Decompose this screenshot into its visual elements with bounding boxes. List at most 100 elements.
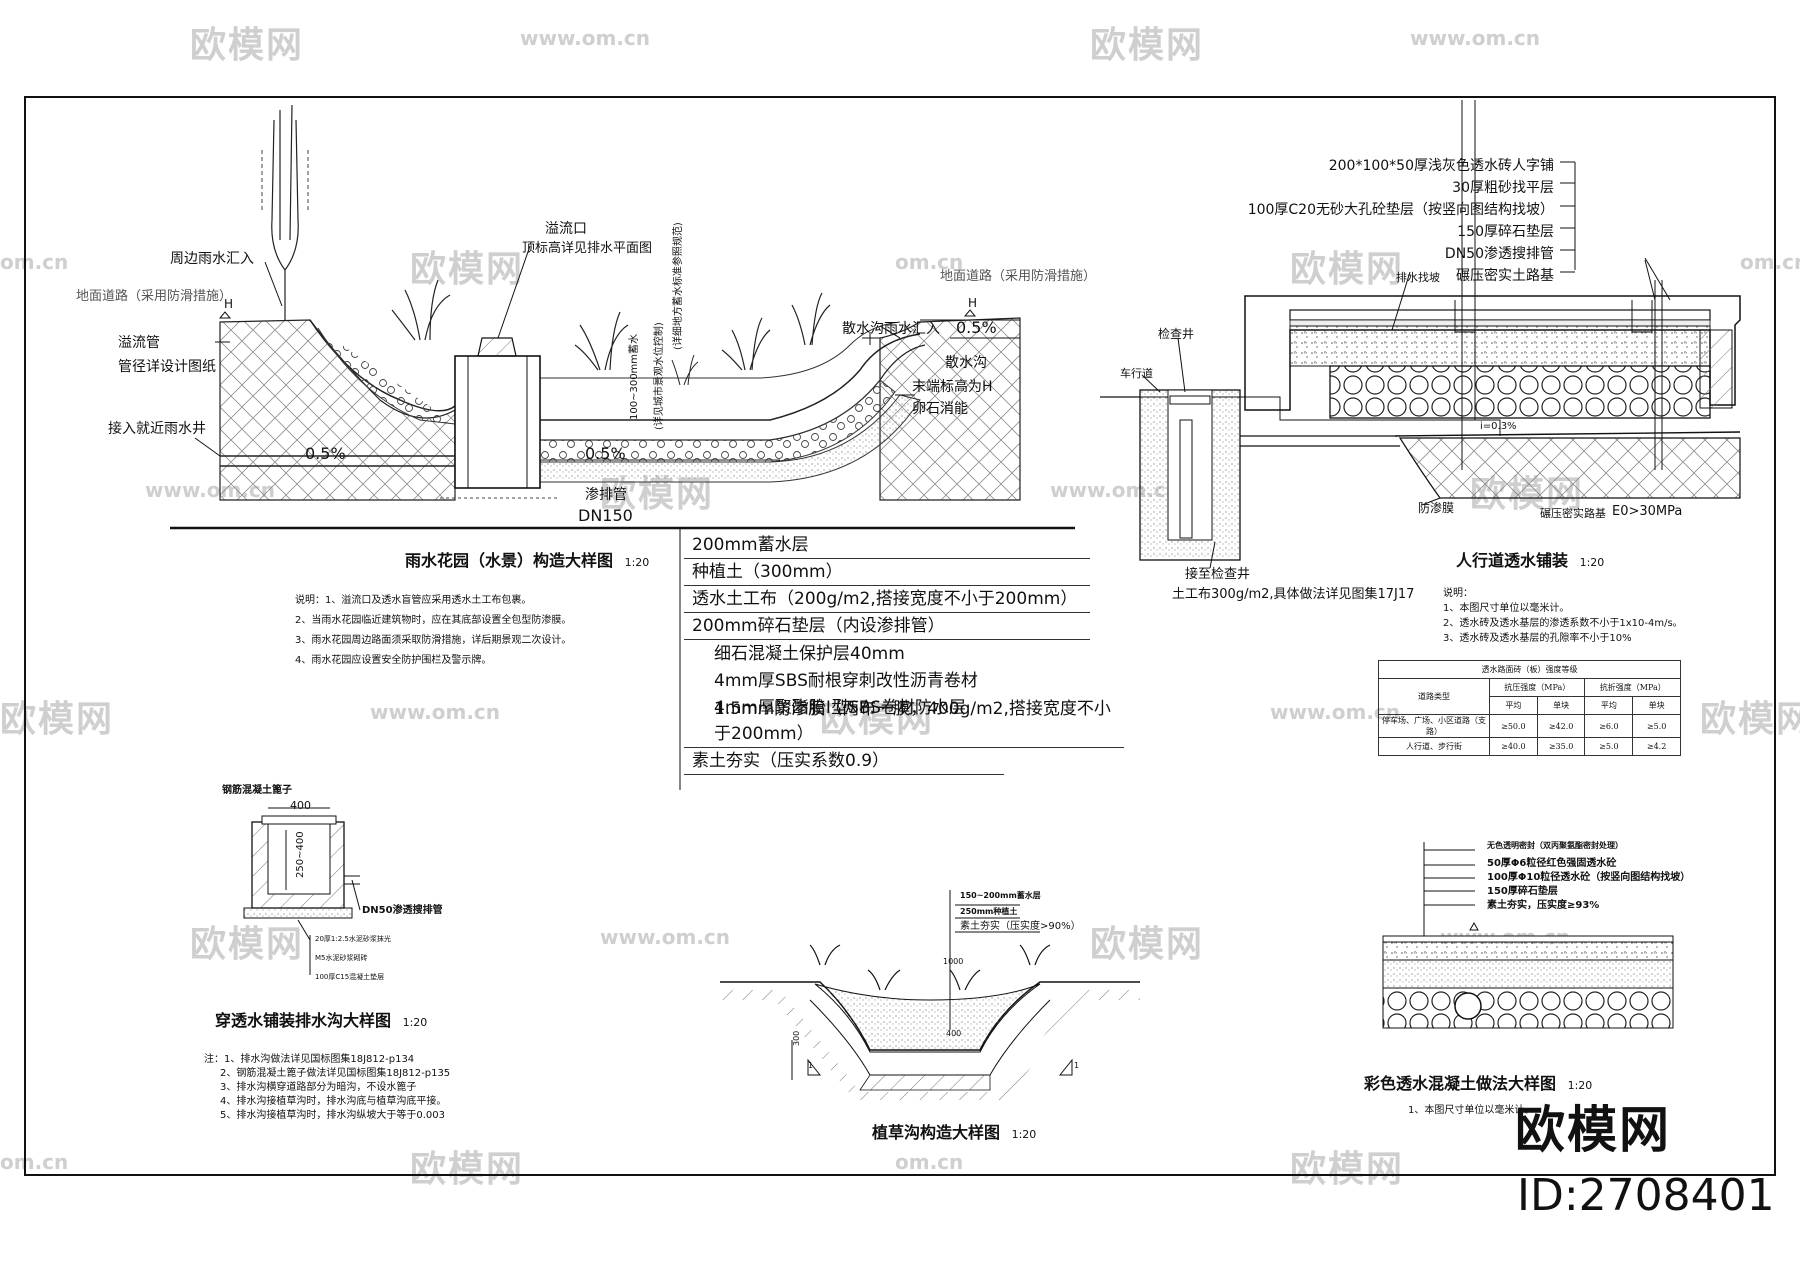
sidewalk-layer-list: 200*100*50厚浅灰色透水砖人字铺 30厚粗砂找平层 100厚C20无砂大…: [1248, 155, 1554, 287]
drain-ditch-notes: 注：1、排水沟做法详见国标图集18J812-p134 2、钢筋混凝土篦子做法详见…: [204, 1050, 451, 1121]
table-row: 停车场、广场、小区道路（支路） ≥50.0 ≥42.0 ≥6.0 ≥5.0: [1378, 714, 1681, 738]
ditch-pipe-label: DN50渗透搜排管: [362, 905, 443, 916]
sidewalk-layer: 碾压密实土路基: [1456, 268, 1554, 284]
rain-garden-note: 说明：1、溢流口及透水盲管应采用透水土工布包裹。: [295, 595, 532, 606]
drain-ditch-note: 3、排水沟横穿道路部分为暗沟，不设水篦子: [220, 1082, 417, 1093]
slope-right-label: 0.5%: [956, 318, 997, 337]
strength-table: 透水路面砖（板）强度等级 道路类型 抗压强度（MPa） 抗折强度（MPa） 平均…: [1378, 660, 1681, 756]
strength-col-flex: 抗折强度（MPa）: [1584, 678, 1681, 697]
sidewalk-layer: DN50渗透搜排管: [1444, 246, 1554, 262]
watermark: 欧模网: [820, 699, 935, 740]
watermark-url: om.cn: [0, 1150, 69, 1174]
ditch-inflow-label: 散水沟雨水汇入: [842, 321, 940, 337]
sidewalk-scale: 1:20: [1579, 556, 1605, 569]
color-concrete-layer-list: 无色透明密封（双丙聚氨酯密封处理） 50厚Φ6粒径红色强固透水砼 100厚Φ10…: [1487, 840, 1690, 911]
overflow-port-note: 顶标高详见排水平面图: [522, 241, 653, 256]
swale-depth: 300: [792, 1030, 801, 1046]
table-cell: ≥42.0: [1536, 714, 1586, 738]
connect-well-label-2: 接至检查井: [1185, 567, 1251, 582]
watermark-url: om.cn: [1740, 250, 1800, 274]
watermark: 欧模网: [1700, 699, 1800, 740]
sidewalk-note: 说明：: [1443, 588, 1473, 599]
ditch-width-label: 400: [290, 799, 311, 812]
grass-swale-title: 植草沟构造大样图 1:20: [872, 1125, 1036, 1141]
sidewalk-title-text: 人行道透水铺装: [1456, 551, 1569, 570]
swale-slope-mark: 1: [1074, 1061, 1080, 1070]
watermark-url: om.cn: [895, 1150, 964, 1174]
rain-garden-note: 3、雨水花园周边路面须采取防滑措施，详后期景观二次设计。: [295, 635, 572, 646]
drain-ditch-note: 4、排水沟接植草沟时，排水沟底与植草沟底平接。: [220, 1096, 447, 1107]
watermark-url: www.om.cn: [520, 26, 651, 50]
strength-sub-single: 单块: [1632, 696, 1681, 715]
strength-col-type: 道路类型: [1378, 678, 1490, 715]
color-concrete-title: 彩色透水混凝土做法大样图 1:20: [1364, 1076, 1592, 1092]
sidewalk-note: 1、本图尺寸单位以毫米计。: [1443, 603, 1570, 614]
sidewalk-note: 2、透水砖及透水基层的渗透系数不小于1x10-4m/s。: [1443, 618, 1683, 629]
table-cell: 停车场、广场、小区道路（支路）: [1378, 714, 1490, 738]
watermark-url: om.cn: [0, 250, 69, 274]
slope-left-label: 0.5%: [305, 444, 346, 463]
table-cell: ≥5.0: [1632, 714, 1681, 738]
strength-table-title: 透水路面砖（板）强度等级: [1378, 660, 1681, 679]
table-row: 人行道、步行街 ≥40.0 ≥35.0 ≥5.0 ≥4.2: [1378, 737, 1681, 756]
sidewalk-layer: 150厚碎石垫层: [1457, 224, 1554, 240]
table-cell: ≥6.0: [1584, 714, 1634, 738]
subgrade-label: 碾压密实路基: [1540, 507, 1606, 520]
drain-slope-label: 排水找坡: [1396, 271, 1440, 284]
color-concrete-note: 1、本图尺寸单位以毫米计。: [1408, 1105, 1535, 1116]
concrete-layer: 50厚Φ6粒径红色强固透水砼: [1487, 858, 1617, 869]
drain-pipe-label: 渗排管: [585, 487, 627, 503]
swale-slope-mark: 1: [808, 1061, 814, 1070]
watermark: 欧模网: [1090, 924, 1205, 965]
layer-row: 种植土（300mm）: [684, 559, 1090, 586]
connect-well-label: 接入就近雨水井: [108, 421, 206, 437]
table-cell: ≥4.2: [1632, 737, 1681, 756]
depth-note-2: (详见城市景观水位控制): [654, 322, 665, 430]
watermark-url: www.om.cn: [370, 700, 501, 724]
watermark: 欧模网: [190, 25, 305, 66]
layer-row: 细石混凝土保护层40mm: [714, 644, 905, 664]
depth-note-3: (详细地方蓄水标准参照规范): [673, 222, 684, 350]
pebble-label: 卵石消能: [912, 401, 968, 417]
rain-garden-layer-list: 200mm蓄水层 种植土（300mm） 透水土工布（200g/m2,搭接宽度不小…: [684, 532, 1124, 775]
slope-center-label: 0.5%: [585, 444, 626, 463]
watermark: 欧模网: [190, 924, 305, 965]
watermark: 欧模网: [410, 249, 525, 290]
road-left-label: 地面道路（采用防滑措施）: [76, 289, 233, 304]
drain-ditch-note: 5、排水沟接植草沟时，排水沟纵坡大于等于0.003: [220, 1110, 445, 1121]
surrounding-inflow-label: 周边雨水汇入: [170, 251, 254, 267]
rain-garden-scale: 1:20: [624, 556, 650, 569]
overflow-port-label: 溢流口: [545, 221, 587, 237]
drain-ditch-section: [243, 807, 361, 975]
ditch-layer-1: 20厚1:2.5水泥砂浆抹光: [315, 935, 391, 943]
h-left-label: H: [224, 297, 234, 311]
layer-row: 1.5mm防渗膜（两布一膜，400g/m2,搭接宽度不小于200mm）: [684, 699, 1124, 748]
strength-sub-avg: 平均: [1584, 696, 1634, 715]
ditch-layer-3: 100厚C15混凝土垫层: [315, 973, 385, 981]
slope-pct-label: i=0.3%: [1480, 421, 1517, 432]
swale-layer-2: 250mm种植土: [960, 907, 1018, 916]
table-cell: 人行道、步行街: [1378, 737, 1490, 756]
color-concrete-section: [1382, 842, 1674, 1029]
concrete-layer: 无色透明密封（双丙聚氨酯密封处理）: [1487, 841, 1623, 850]
watermark: 欧模网: [410, 1149, 525, 1190]
swale-layer-3: 素土夯实（压实度>90%）: [960, 921, 1081, 932]
membrane-label: 防渗膜: [1418, 501, 1455, 515]
watermark-url: www.om.cn: [1410, 26, 1541, 50]
drain-ditch-note: 2、钢筋混凝土篦子做法详见国标图集18J812-p135: [220, 1068, 451, 1079]
concrete-layer: 150厚碎石垫层: [1487, 886, 1558, 897]
strength-sub-single: 单块: [1536, 696, 1586, 715]
layer-row: 200mm碎石垫层（内设渗排管）: [684, 613, 1090, 640]
watermark-url: www.om.cn: [600, 925, 731, 949]
layer-row: 200mm蓄水层: [684, 532, 1090, 559]
drain-pipe-dia: DN150: [578, 506, 633, 525]
layer-row: 素土夯实（压实系数0.9）: [684, 748, 1004, 775]
sidewalk-layer: 100厚C20无砂大孔砼垫层（按竖向图结构找坡）: [1247, 202, 1554, 218]
inspection-well-label: 检查井: [1158, 327, 1195, 341]
drawing-frame: [24, 96, 1776, 1176]
subgrade-eq-label: E0>30MPa: [1612, 504, 1683, 519]
watermark: 欧模网: [1090, 25, 1205, 66]
drain-ditch-scale: 1:20: [402, 1016, 428, 1029]
rain-garden-section: [170, 104, 1075, 790]
